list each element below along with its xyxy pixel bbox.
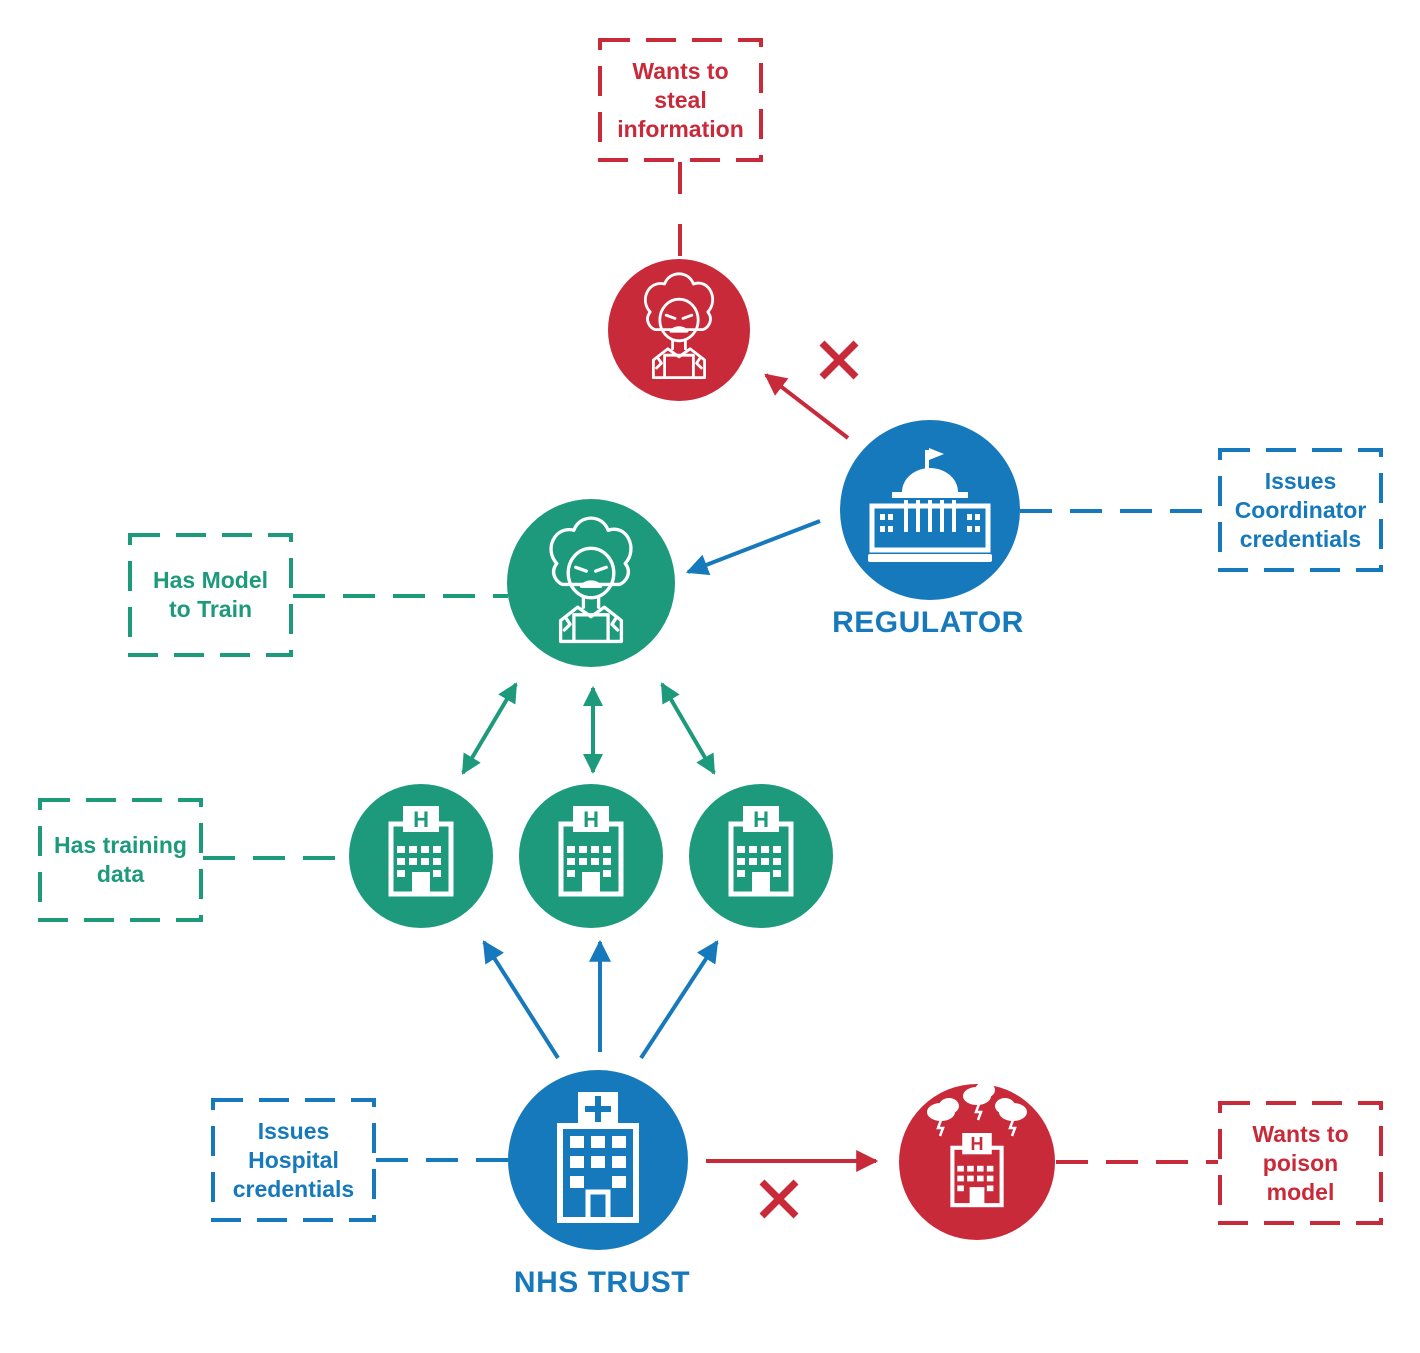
storm-hospital-icon (927, 1082, 1027, 1205)
arrow-regulator-to-scientist (685, 519, 821, 576)
scientist-node (507, 499, 675, 667)
note-text: Has training data (54, 832, 187, 887)
hospital-node (349, 784, 493, 928)
note-training-data: Has training data (40, 800, 201, 920)
malicious-scientist-node (608, 259, 750, 401)
note-text: Has Model to Train (152, 567, 269, 622)
hospital-node (519, 784, 663, 928)
government-building-icon (868, 448, 992, 562)
regulator-node (840, 420, 1020, 600)
nhs-trust-label: NHS TRUST (513, 1266, 691, 1299)
medical-building-icon (557, 1092, 639, 1223)
note-coordinator-credentials: Issues Coordinator credentials (1220, 450, 1381, 570)
note-steal-information: Wants to steal information (600, 40, 761, 160)
arrow-trust-to-hospital-1 (482, 940, 560, 1060)
cross-icon (762, 1182, 796, 1216)
note-model-to-train: Has Model to Train (130, 535, 291, 655)
cross-icon (822, 343, 856, 377)
note-hospital-credentials: Issues Hospital credentials (213, 1100, 374, 1220)
arrow-trust-to-hospital-3 (639, 940, 719, 1060)
angry-scientist-icon (643, 272, 715, 380)
nhs-trust-node (508, 1070, 688, 1250)
note-poison-model: Wants to poison model (1220, 1103, 1381, 1223)
hospital-node (689, 784, 833, 928)
arrow-scientist-hospital-3 (660, 682, 716, 775)
note-text: Wants to steal information (617, 57, 744, 142)
regulator-label: REGULATOR (832, 606, 1024, 639)
arrow-scientist-hospital-1 (461, 682, 518, 775)
note-text: Wants to poison model (1252, 1120, 1349, 1205)
note-text: Issues Hospital credentials (232, 1117, 355, 1202)
malicious-hospital-node (899, 1082, 1055, 1240)
arrow-regulator-to-malicious (764, 373, 850, 440)
note-text: Issues Coordinator credentials (1234, 467, 1367, 552)
